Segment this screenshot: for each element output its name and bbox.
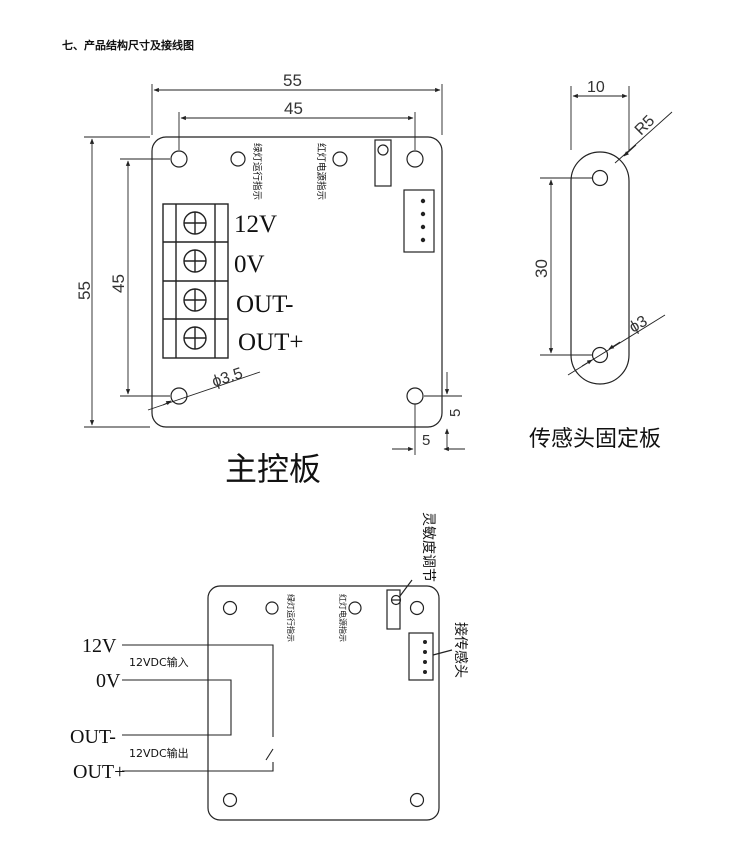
dim-plate-radius: R5 (632, 112, 659, 139)
mount-hole-top-right (406, 150, 424, 168)
wiring-green-led (265, 601, 279, 615)
terminal-screw (183, 249, 207, 273)
dim-plate-width: 10 (587, 79, 605, 96)
sensor-connector (403, 189, 435, 253)
section-heading: 七、产品结构尺寸及接线图 (62, 39, 194, 52)
sensitivity-label: 灵敏度调节 (420, 512, 436, 582)
wire-12v (122, 644, 274, 737)
dim-board-width: 55 (283, 71, 302, 90)
red-led-label: 红灯电源指示 (315, 143, 327, 200)
wiring-potentiometer-knob (390, 594, 402, 606)
terminal-block (162, 203, 229, 359)
dim-hole-diameter: ϕ3.5 (210, 365, 245, 391)
terminal-screw (183, 326, 207, 350)
wiring-mount-hole (222, 600, 238, 616)
main-board-drawing (151, 136, 443, 428)
dim-board-height: 55 (75, 281, 94, 300)
wiring-sensor-connector (408, 632, 434, 681)
output-label: 12VDC输出 (129, 746, 189, 760)
terminal-label-out-plus: OUT+ (238, 329, 303, 356)
dim-plate-hole-spacing: 30 (532, 259, 551, 278)
wiring-mount-hole (409, 600, 425, 616)
wiring-mount-hole (409, 792, 425, 808)
green-led (230, 151, 246, 167)
wiring-terminal-out-plus: OUT+ (73, 761, 125, 783)
dim-corner-offset-x: 5 (422, 432, 430, 449)
wiring-terminal-0v: 0V (96, 670, 121, 692)
dim-corner-offset-y: 5 (447, 409, 464, 417)
dim-plate-hole-diameter: ϕ3 (627, 313, 651, 337)
main-board-caption: 主控板 (225, 450, 321, 488)
wire-out-plus (122, 762, 274, 772)
terminal-screw (183, 288, 207, 312)
wire-0v-out-minus (122, 679, 232, 736)
terminal-screw (183, 211, 207, 235)
sensor-plate-dimensions (540, 86, 673, 376)
wiring-terminal-12v: 12V (82, 635, 117, 657)
wiring-red-led-label: 红灯电源指示 (338, 594, 348, 642)
wiring-mount-hole (222, 792, 238, 808)
red-led (332, 151, 348, 167)
green-led-label: 绿灯运行指示 (251, 143, 263, 200)
main-board-dimensions (84, 84, 465, 455)
sensor-plate-outline (570, 151, 630, 385)
sensor-label: 接传感头 (452, 622, 469, 678)
wiring-green-led-label: 绿灯运行指示 (286, 594, 296, 642)
sensor-plate-hole-top (591, 169, 609, 187)
sensor-plate-drawing (570, 151, 630, 385)
terminal-label-12v: 12V (234, 211, 277, 238)
wiring-potentiometer (386, 589, 401, 630)
relay-contact (265, 748, 274, 761)
potentiometer-knob (377, 144, 389, 156)
input-label: 12VDC输入 (129, 655, 189, 669)
terminal-label-out-minus: OUT- (236, 291, 293, 318)
potentiometer (374, 139, 392, 187)
wiring-board-drawing (207, 579, 453, 821)
wiring-board-outline (207, 585, 440, 821)
mount-hole-top-left (170, 150, 188, 168)
wiring-red-led (348, 601, 362, 615)
wiring-terminal-out-minus: OUT- (70, 726, 116, 748)
sensor-plate-caption: 传感头固定板 (529, 427, 661, 452)
dim-hole-spacing-y: 45 (109, 274, 128, 293)
mount-hole-bottom-left (170, 387, 188, 405)
dim-hole-spacing-x: 45 (284, 99, 303, 118)
terminal-label-0v: 0V (234, 251, 265, 278)
mount-hole-bottom-right (406, 387, 424, 405)
main-board-outline (151, 136, 443, 428)
sensor-plate-hole-bottom (591, 346, 609, 364)
wiring-lines (122, 644, 274, 772)
